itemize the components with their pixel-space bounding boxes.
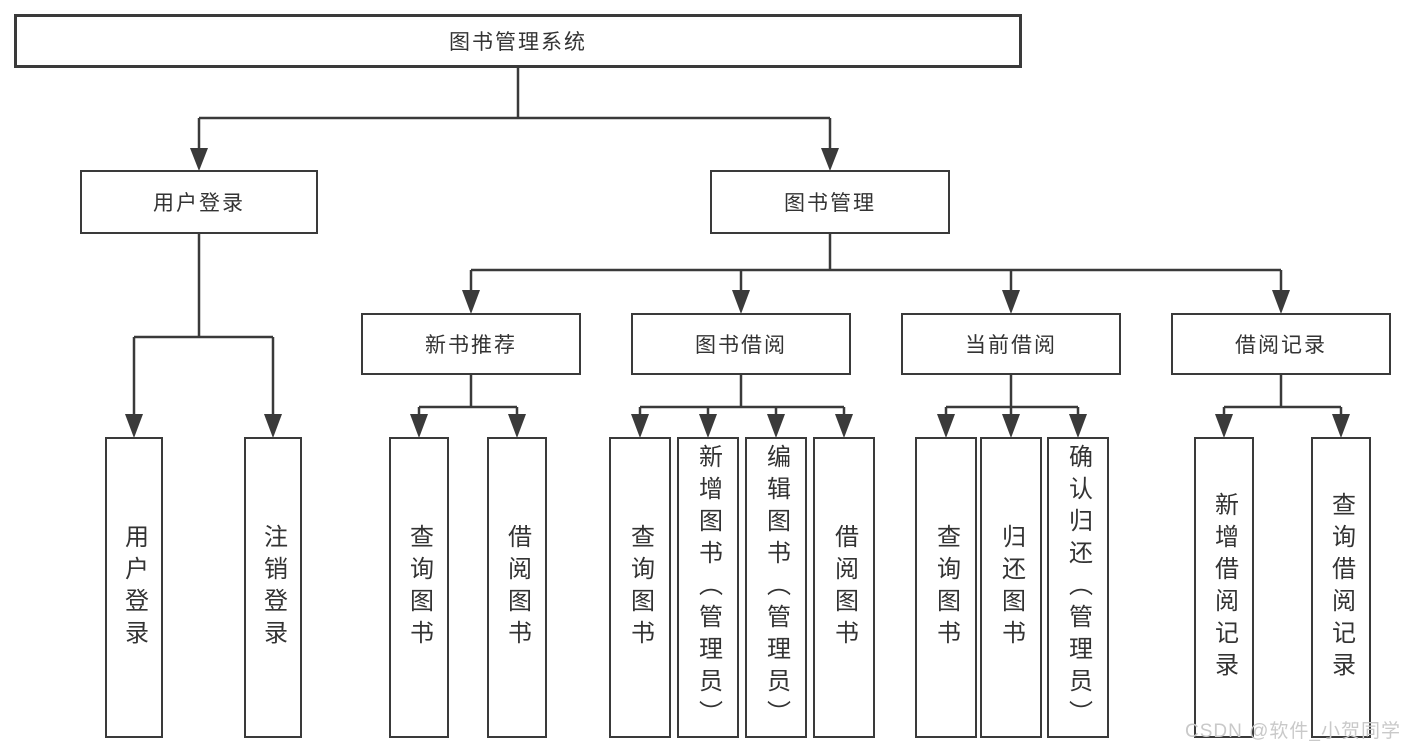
node-user-login: 用户登录 <box>80 170 318 234</box>
leaf-return-books: 归还图书 <box>980 437 1042 738</box>
leaf-user-login: 用户登录 <box>105 437 163 738</box>
branch-new-books <box>410 375 526 438</box>
branch-user-login <box>125 234 282 438</box>
branch-root <box>190 68 839 171</box>
branch-book-borrow <box>631 375 853 438</box>
leaf-query-books-current: 查询图书 <box>915 437 977 738</box>
branch-current-borrow <box>937 375 1087 438</box>
node-book-borrow: 图书借阅 <box>631 313 851 375</box>
node-borrow-records: 借阅记录 <box>1171 313 1391 375</box>
node-book-management: 图书管理 <box>710 170 950 234</box>
node-current-borrow: 当前借阅 <box>901 313 1121 375</box>
leaf-edit-books-admin: 编辑图书（管理员） <box>745 437 807 738</box>
branch-borrow-records <box>1215 375 1350 438</box>
leaf-add-borrow-record: 新增借阅记录 <box>1194 437 1254 738</box>
branch-book-management <box>462 234 1290 314</box>
leaf-query-borrow-record: 查询借阅记录 <box>1311 437 1371 738</box>
leaf-add-books-admin: 新增图书（管理员） <box>677 437 739 738</box>
leaf-query-books-recommend: 查询图书 <box>389 437 449 738</box>
node-library-system: 图书管理系统 <box>14 14 1022 68</box>
leaf-borrow-books: 借阅图书 <box>813 437 875 738</box>
leaf-confirm-return-admin: 确认归还（管理员） <box>1047 437 1109 738</box>
leaf-borrow-books-recommend: 借阅图书 <box>487 437 547 738</box>
csdn-watermark: CSDN @软件_小贺同学 <box>1185 721 1401 742</box>
leaf-logout: 注销登录 <box>244 437 302 738</box>
node-new-book-recommend: 新书推荐 <box>361 313 581 375</box>
leaf-query-books-borrow: 查询图书 <box>609 437 671 738</box>
